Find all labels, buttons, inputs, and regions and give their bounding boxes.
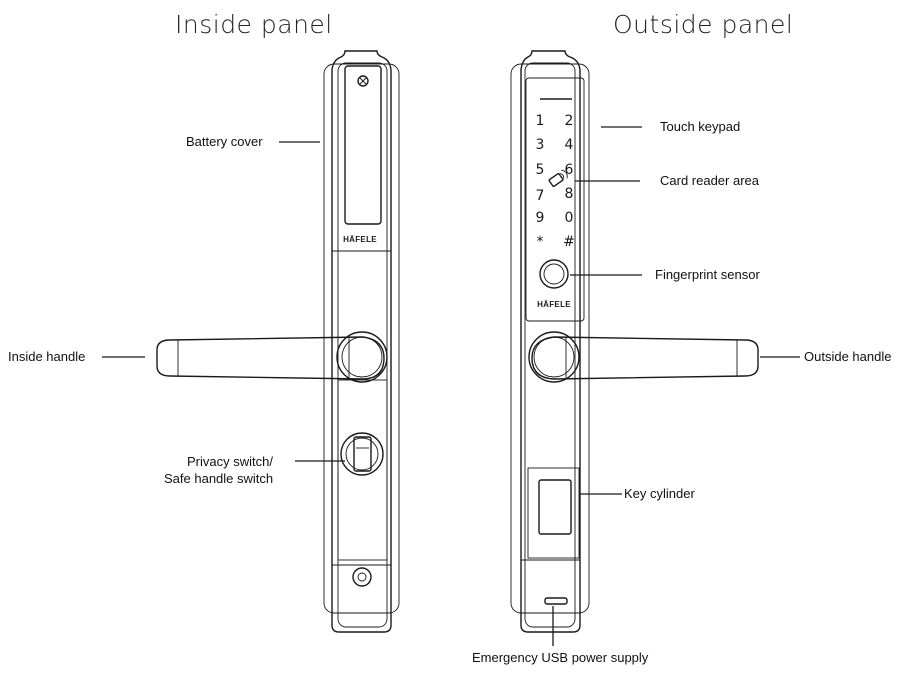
privacy-switch-label: Privacy switch/ xyxy=(187,454,273,469)
keypad-key[interactable]: * xyxy=(537,234,544,250)
outside-panel-title: Outside panel xyxy=(613,10,794,39)
keypad-key[interactable]: # xyxy=(563,234,575,250)
keyhole-icon xyxy=(352,567,372,587)
inside-brand-logo: HÄFELE xyxy=(343,235,377,244)
keypad-key[interactable]: 8 xyxy=(565,186,574,202)
key-cylinder-label: Key cylinder xyxy=(624,486,695,501)
fingerprint-sensor-label: Fingerprint sensor xyxy=(655,267,760,282)
fingerprint-sensor-icon[interactable] xyxy=(539,259,569,289)
battery-cover xyxy=(344,65,382,225)
outside-handle[interactable] xyxy=(531,336,759,380)
touch-keypad-label: Touch keypad xyxy=(660,119,741,134)
outside-panel: 1 2 3 4 5 6 7 8 9 0 * # HÄFELE xyxy=(510,50,759,633)
screw-icon xyxy=(357,75,369,87)
card-reader-icon xyxy=(548,169,568,188)
outside-handle-label: Outside handle xyxy=(804,349,892,364)
outside-brand-logo: HÄFELE xyxy=(537,300,571,309)
usb-power-label: Emergency USB power supply xyxy=(472,650,649,665)
keypad-key[interactable]: 7 xyxy=(536,188,545,204)
inside-panel: HÄFELE xyxy=(156,50,400,633)
keypad-key[interactable]: 6 xyxy=(565,162,574,178)
battery-cover-label: Battery cover xyxy=(186,134,263,149)
keypad-key[interactable]: 5 xyxy=(536,162,545,178)
key-cylinder xyxy=(538,479,572,535)
inside-panel-title: Inside panel xyxy=(175,10,333,39)
keypad-key[interactable]: 3 xyxy=(536,137,545,153)
keypad-keys: 1 2 3 4 5 6 7 8 9 0 * # xyxy=(536,113,575,250)
usb-port xyxy=(544,597,568,605)
card-reader-label: Card reader area xyxy=(660,173,759,188)
keypad-key[interactable]: 1 xyxy=(536,113,545,129)
keypad-key[interactable]: 9 xyxy=(536,210,545,226)
keypad-key[interactable]: 4 xyxy=(565,137,574,153)
keypad-key[interactable]: 2 xyxy=(565,113,574,129)
touch-keypad[interactable] xyxy=(525,77,585,322)
privacy-switch[interactable] xyxy=(340,432,384,476)
inside-handle[interactable] xyxy=(156,336,385,380)
safe-handle-switch-label: Safe handle switch xyxy=(164,471,274,486)
inside-handle-label: Inside handle xyxy=(8,349,86,364)
keypad-key[interactable]: 0 xyxy=(565,210,574,226)
